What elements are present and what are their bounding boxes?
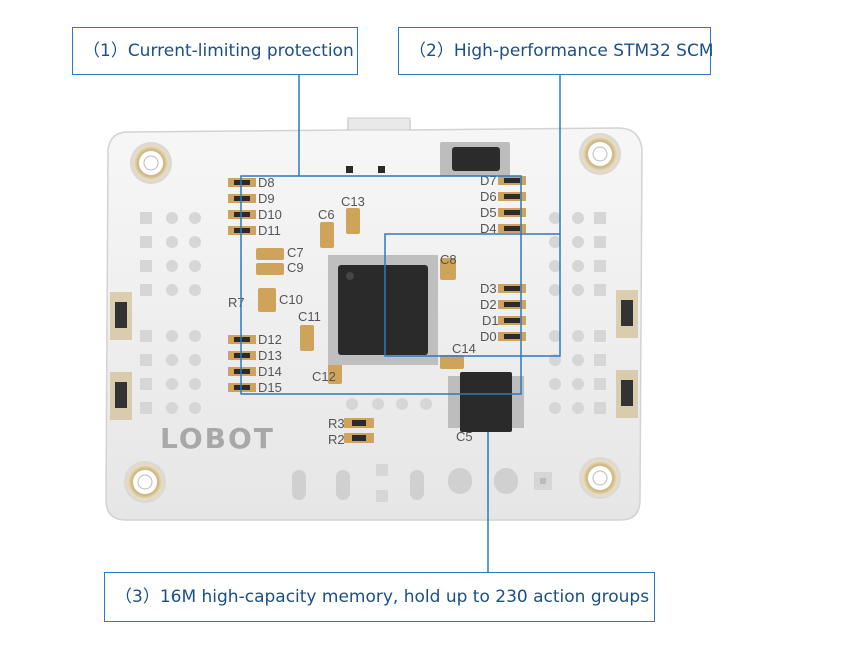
label-d9: D9 [258,191,275,206]
label-r7: R7 [228,295,245,310]
label-c9: C9 [287,260,304,275]
label-d0: D0 [480,329,497,344]
label-d1: D1 [482,313,499,328]
callout-memory: （3）16M high-capacity memory, hold up to … [104,572,655,622]
flash-memory-chip [448,372,524,432]
label-r2: R2 [328,432,345,447]
label-c10: C10 [279,292,303,307]
vias [346,166,385,173]
label-c5: C5 [456,429,473,444]
label-c13: C13 [341,194,365,209]
label-c7: C7 [287,245,304,260]
left-resistors [228,178,256,392]
power-switch [440,142,510,176]
right-resistors [498,176,526,341]
label-c6: C6 [318,207,335,222]
label-d8: D8 [258,175,275,190]
label-d15: D15 [258,380,282,395]
mounting-holes [124,133,621,503]
label-d4: D4 [480,221,497,236]
label-d12: D12 [258,332,282,347]
callout-current-limiting: （1）Current-limiting protection [72,27,358,75]
label-d3: D3 [480,281,497,296]
label-d10: D10 [258,207,282,222]
bottom-components [292,398,552,502]
passives [256,208,464,443]
stm32-chip [328,255,438,365]
label-c8: C8 [440,252,457,267]
silkscreen: D8 D9 D10 D11 D12 D13 D14 D15 D7 D6 D5 D… [228,173,499,447]
side-connectors [110,290,638,420]
label-c11: C11 [298,309,321,324]
label-d5: D5 [480,205,497,220]
label-d6: D6 [480,189,497,204]
lobot-logo: LOBOT [160,422,275,455]
label-r3: R3 [328,416,345,431]
leader-lines [298,75,561,572]
highlight-boxes [240,175,561,395]
callout-stm32: （2）High-performance STM32 SCM [398,27,714,75]
label-d11: D11 [258,223,281,238]
label-c14: C14 [452,341,476,356]
label-d14: D14 [258,364,282,379]
left-pads [140,212,201,414]
label-c12: C12 [312,369,336,384]
right-pads [549,212,606,414]
label-d2: D2 [480,297,497,312]
label-d13: D13 [258,348,282,363]
